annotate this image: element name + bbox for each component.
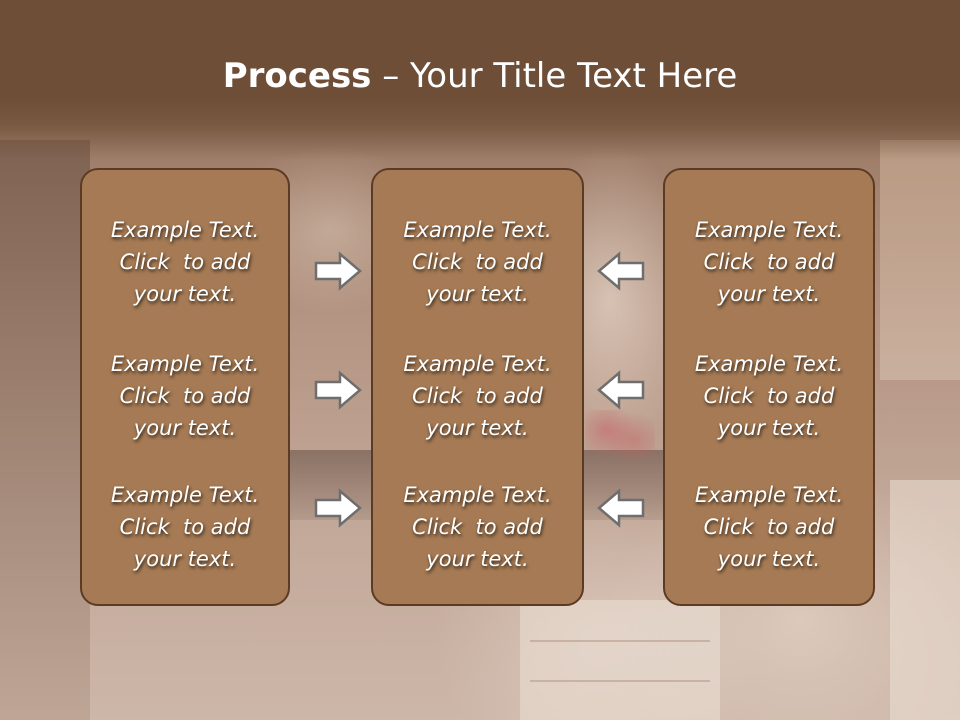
arrow-right-icon bbox=[314, 251, 362, 291]
process-box-right[interactable]: Example Text. Click to add your text. Ex… bbox=[663, 168, 875, 606]
title-rest: – Your Title Text Here bbox=[371, 56, 738, 96]
arrow-left-icon bbox=[597, 370, 645, 410]
slide-title[interactable]: Process – Your Title Text Here bbox=[0, 54, 960, 98]
text-placeholder[interactable]: Example Text. Click to add your text. bbox=[110, 218, 260, 306]
arrow-right-icon bbox=[314, 370, 362, 410]
text-placeholder[interactable]: Example Text. Click to add your text. bbox=[110, 483, 260, 571]
text-placeholder[interactable]: Example Text. Click to add your text. bbox=[403, 483, 552, 571]
process-box-center[interactable]: Example Text. Click to add your text. Ex… bbox=[371, 168, 584, 606]
process-box-left[interactable]: Example Text. Click to add your text. Ex… bbox=[80, 168, 290, 606]
arrow-left-icon bbox=[597, 488, 645, 528]
text-placeholder[interactable]: Example Text. Click to add your text. bbox=[403, 352, 552, 440]
title-bar bbox=[0, 0, 960, 160]
title-bold: Process bbox=[222, 56, 372, 96]
text-placeholder[interactable]: Example Text. Click to add your text. bbox=[694, 483, 844, 571]
text-placeholder[interactable]: Example Text. Click to add your text. bbox=[694, 218, 844, 306]
arrow-right-icon bbox=[314, 488, 362, 528]
text-placeholder[interactable]: Example Text. Click to add your text. bbox=[403, 218, 552, 306]
text-placeholder[interactable]: Example Text. Click to add your text. bbox=[694, 352, 844, 440]
text-placeholder[interactable]: Example Text. Click to add your text. bbox=[110, 352, 260, 440]
arrow-left-icon bbox=[597, 251, 645, 291]
